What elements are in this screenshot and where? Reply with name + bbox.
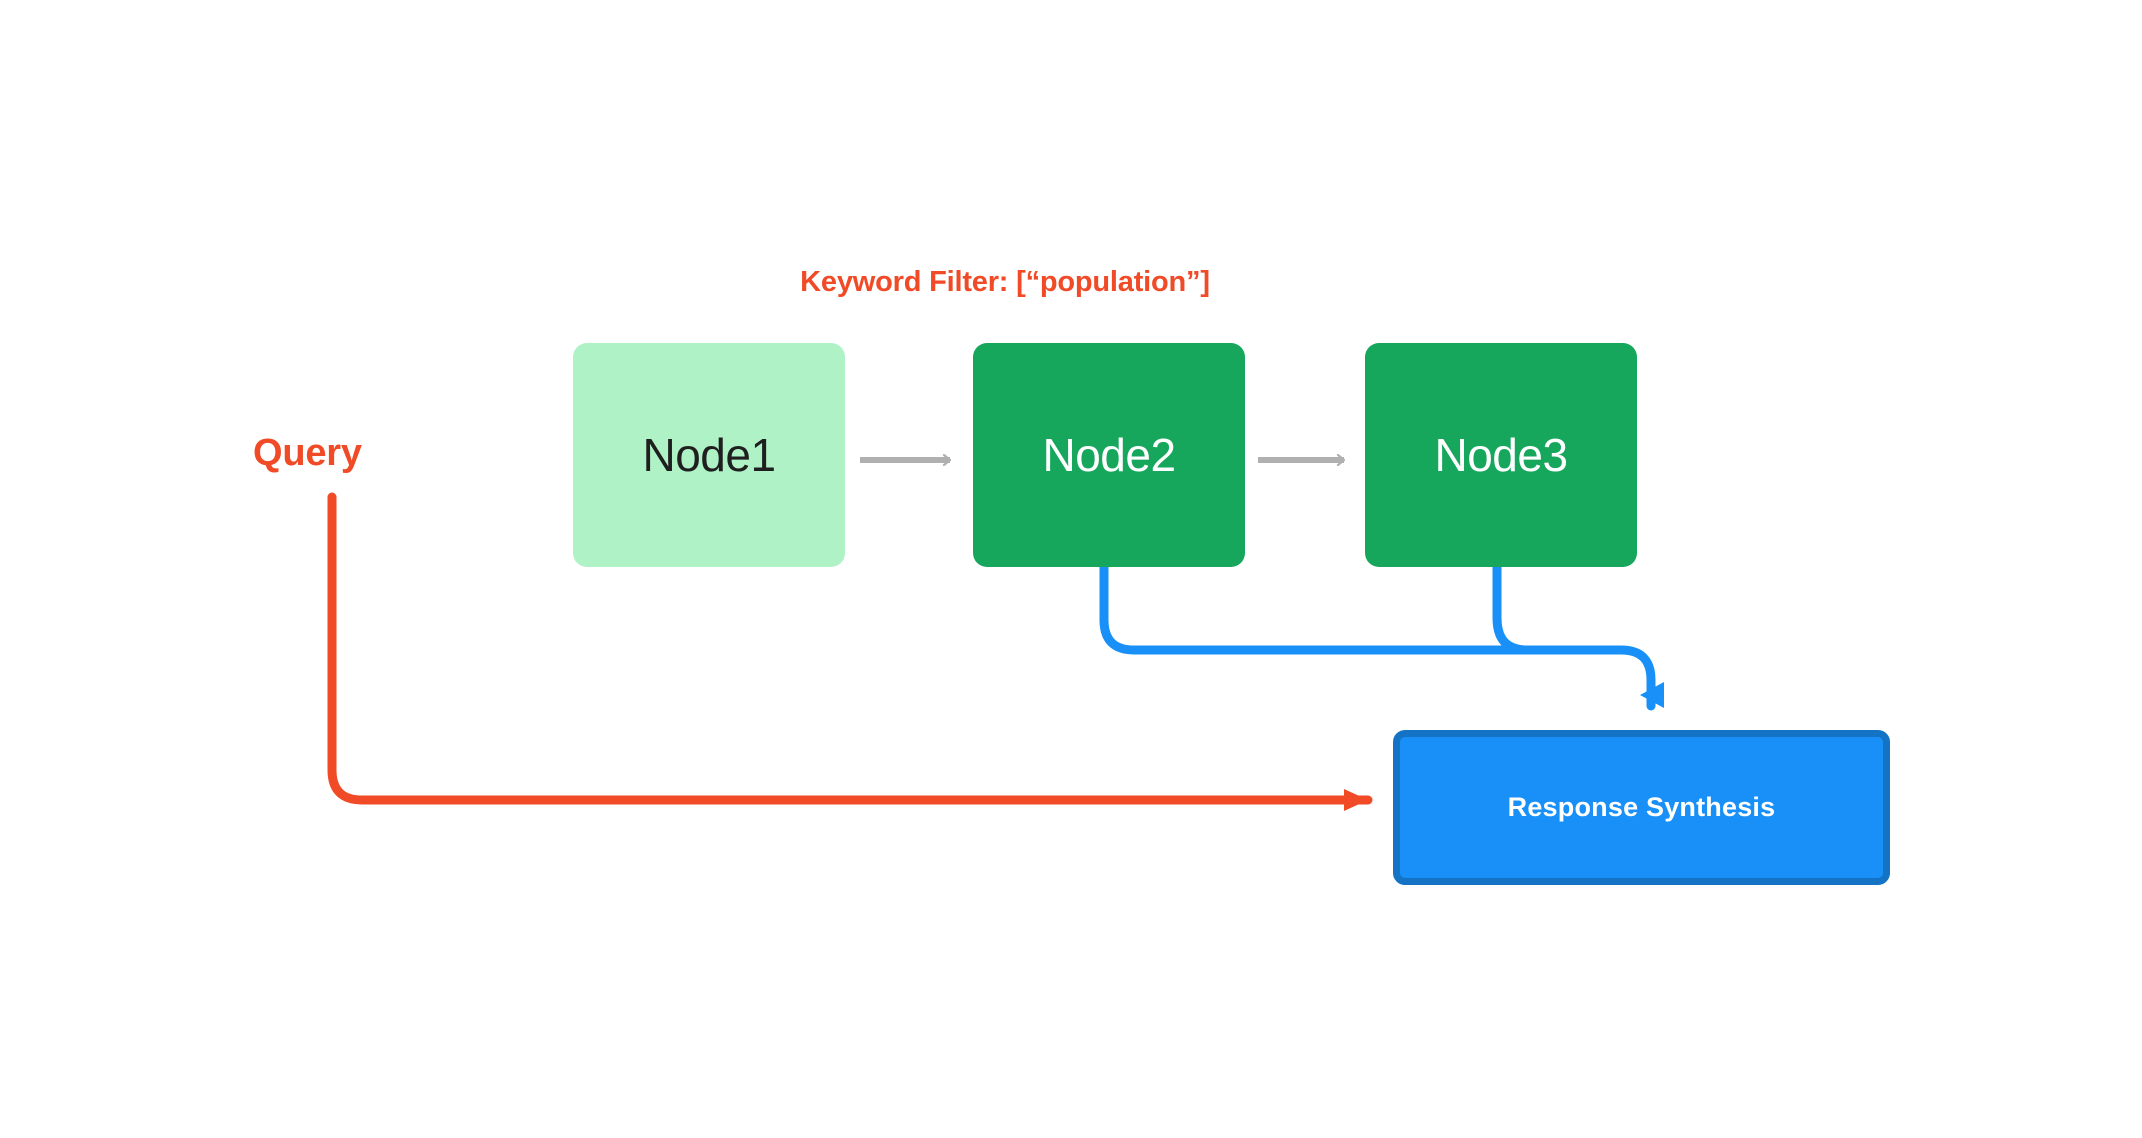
query-label: Query bbox=[253, 432, 362, 474]
arrow-node2-to-response bbox=[1099, 562, 1626, 655]
response-synthesis-box[interactable]: Response Synthesis bbox=[1393, 730, 1890, 885]
arrow-node3-to-response bbox=[1492, 562, 1664, 711]
node-label: Node2 bbox=[1042, 429, 1176, 481]
keyword-filter-label: Keyword Filter: [“population”] bbox=[800, 266, 1210, 298]
node-label: Node3 bbox=[1434, 429, 1568, 481]
node-box-node2[interactable]: Node2 bbox=[973, 343, 1245, 567]
node-label: Node1 bbox=[642, 429, 776, 481]
node-box-node1[interactable]: Node1 bbox=[573, 343, 845, 567]
response-synthesis-label: Response Synthesis bbox=[1507, 792, 1776, 822]
node-box-node3[interactable]: Node3 bbox=[1365, 343, 1637, 567]
